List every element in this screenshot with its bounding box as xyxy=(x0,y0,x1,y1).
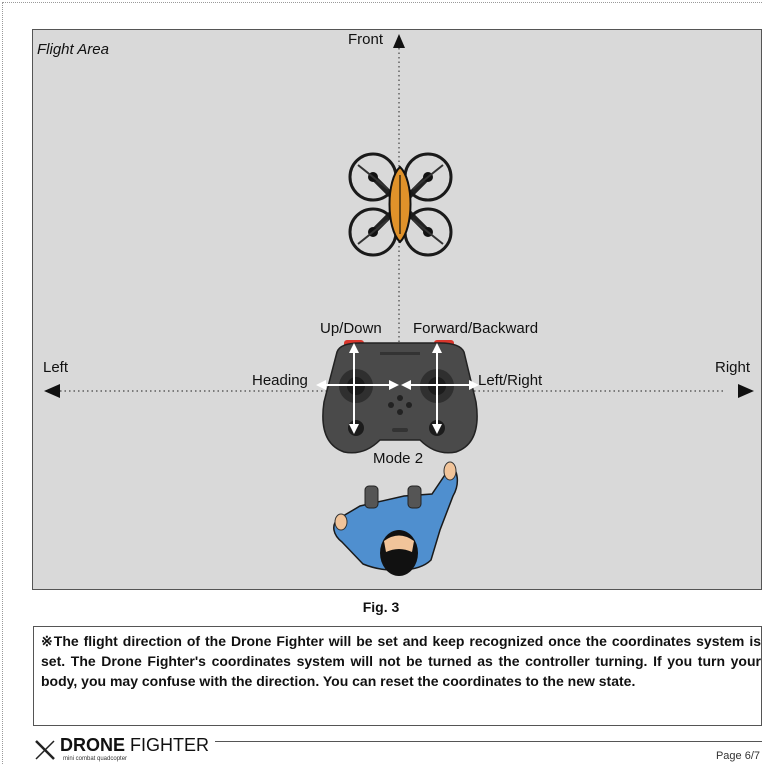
forward-backward-label: Forward/Backward xyxy=(413,320,539,337)
brand-bold: DRONE xyxy=(60,735,126,755)
note-text: ※The flight direction of the Drone Fight… xyxy=(41,633,761,689)
note-box: ※The flight direction of the Drone Fight… xyxy=(33,626,762,726)
controller-icon xyxy=(322,340,478,454)
left-label: Left xyxy=(43,359,69,376)
footer-rule xyxy=(215,741,762,742)
flight-area-label: Flight Area xyxy=(37,41,109,58)
mode-label: Mode 2 xyxy=(373,450,424,467)
page-number: Page 6/7 xyxy=(715,750,760,762)
up-down-label: Up/Down xyxy=(320,320,382,337)
drone-icon xyxy=(348,152,453,257)
heading-arrow-icon xyxy=(316,380,399,390)
brand-title: DRONE FIGHTER xyxy=(60,735,209,756)
pilot-icon xyxy=(333,461,459,576)
brand-subtitle: mini combat quadcopter xyxy=(63,756,128,762)
brand-light: FIGHTER xyxy=(130,735,210,755)
forward-backward-arrow-icon xyxy=(432,343,442,434)
front-arrow-icon xyxy=(393,34,405,48)
figure-caption: Fig. 3 xyxy=(362,599,400,615)
right-arrow-icon xyxy=(738,384,754,398)
left-right-arrow-icon xyxy=(401,380,479,390)
front-label: Front xyxy=(348,31,384,48)
flight-area xyxy=(32,29,762,590)
left-arrow-icon xyxy=(44,384,60,398)
left-right-label: Left/Right xyxy=(478,372,543,389)
drone-fighter-logo-icon xyxy=(35,740,55,760)
right-label: Right xyxy=(715,359,751,376)
up-down-arrow-icon xyxy=(349,343,359,434)
heading-label: Heading xyxy=(252,372,308,389)
